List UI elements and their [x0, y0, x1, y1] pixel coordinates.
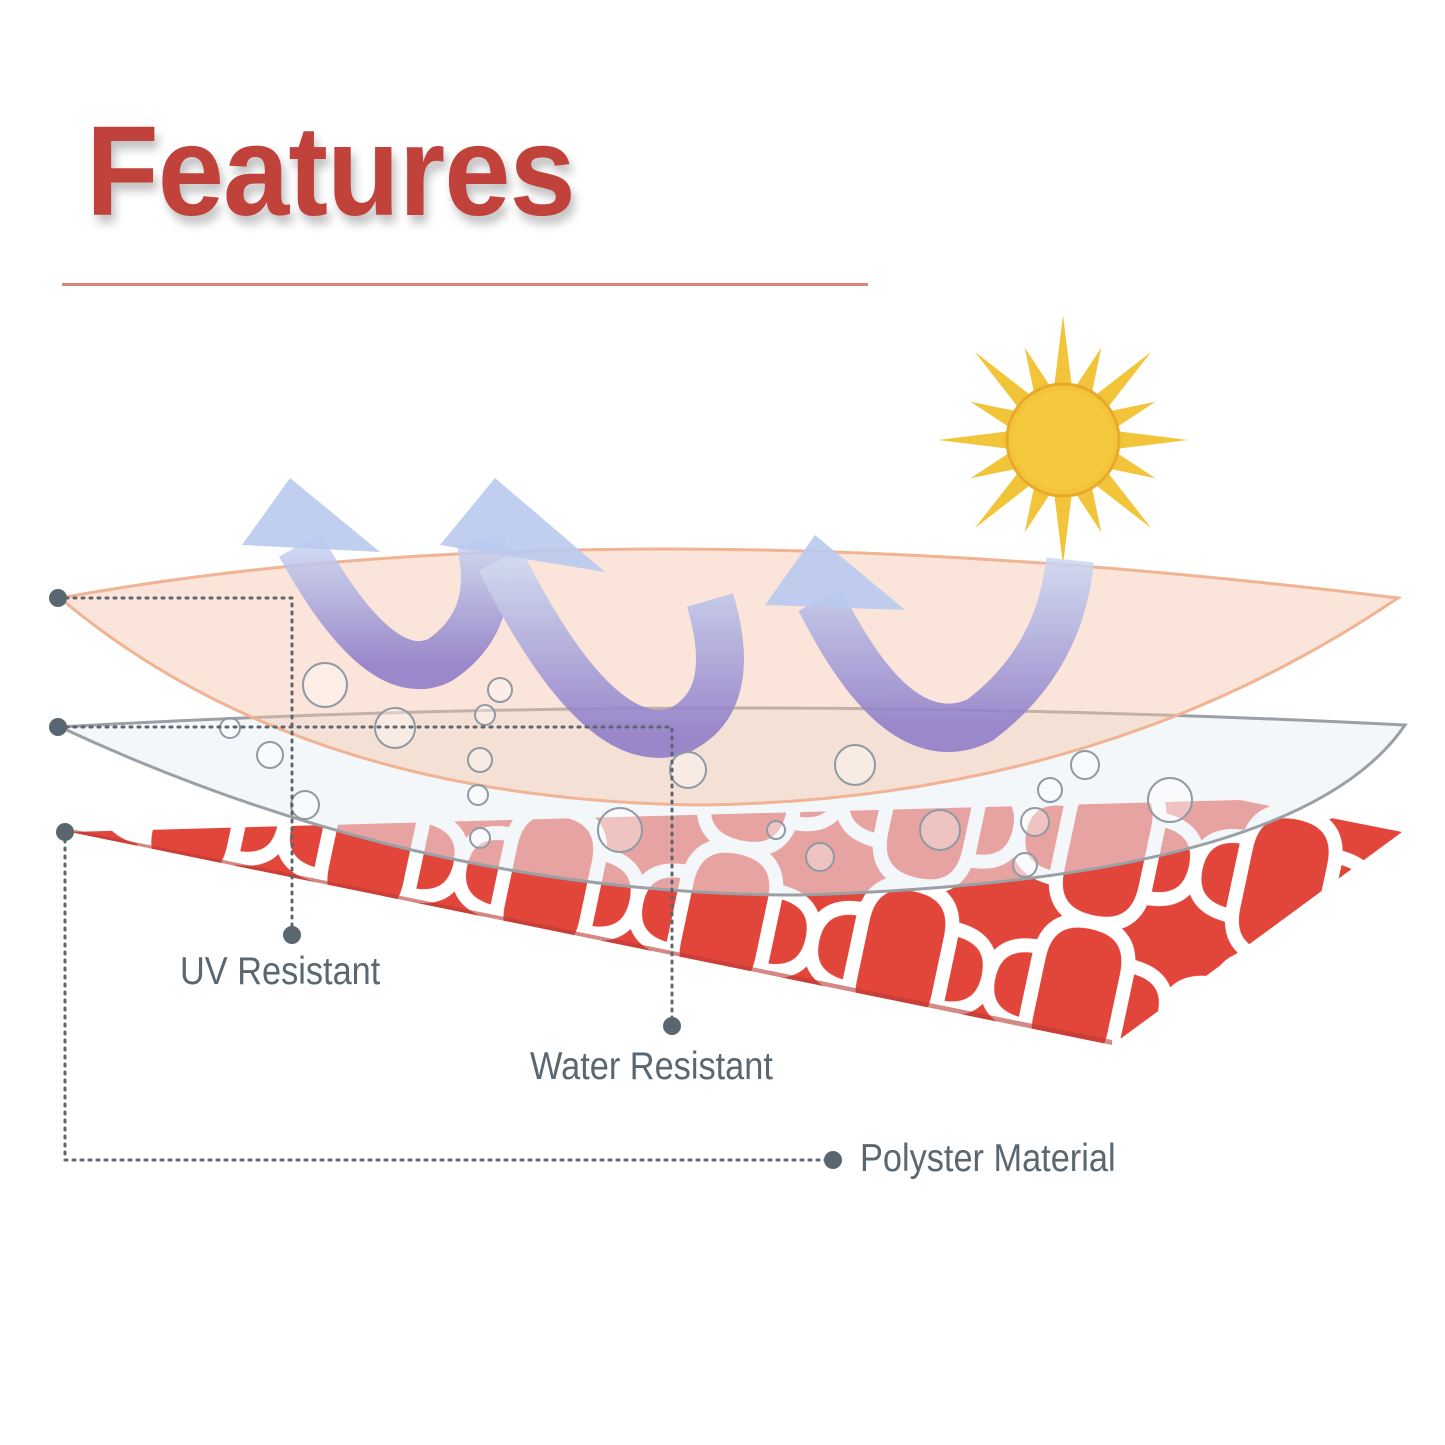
water-resistant-label: Water Resistant	[530, 1045, 773, 1088]
sun-ray	[1024, 486, 1051, 533]
uv-resistant-label: UV Resistant	[180, 950, 381, 993]
water-droplet	[1037, 777, 1063, 803]
water-droplet	[1012, 852, 1038, 878]
water-droplet	[290, 790, 320, 820]
sun-ray	[1109, 452, 1156, 479]
sun-ray	[938, 431, 1009, 449]
water-droplet	[766, 820, 786, 840]
uv-reflection-arrows	[278, 533, 1094, 758]
sun-ray	[1095, 351, 1152, 408]
water-droplet	[1070, 750, 1100, 780]
sun-icon	[938, 315, 1188, 565]
sun-ray	[1024, 347, 1051, 394]
sun-ray	[1054, 494, 1072, 565]
sun-ray	[1117, 431, 1188, 449]
sun-ray	[974, 472, 1031, 529]
polyester-dot-end	[824, 1151, 842, 1169]
water-droplet	[805, 842, 835, 872]
sun-ray	[1075, 347, 1102, 394]
water-droplet	[597, 807, 643, 853]
polyester-dot-start	[56, 823, 74, 841]
water-dot-start	[49, 718, 67, 736]
water-droplet	[469, 827, 491, 849]
leader-lines	[56, 596, 835, 1162]
water-droplet	[302, 662, 348, 708]
water-droplet	[487, 677, 513, 703]
sun-ray	[1095, 472, 1152, 529]
polyester-material-label: Polyster Material	[860, 1137, 1116, 1180]
uv-dot-end	[283, 926, 301, 944]
water-droplet	[1147, 777, 1193, 823]
sun-ray	[1109, 401, 1156, 428]
sun-ray	[1075, 486, 1102, 533]
page-title: Features	[86, 100, 576, 243]
water-droplet	[467, 747, 493, 773]
water-dot-end	[663, 1017, 681, 1035]
title-divider	[62, 283, 868, 286]
sun-ray	[1054, 315, 1072, 386]
water-droplet	[256, 741, 284, 769]
water-droplet	[474, 704, 496, 726]
sun-ray	[970, 401, 1017, 428]
water-droplet	[1020, 807, 1050, 837]
water-droplet	[919, 809, 961, 851]
sun-ray	[970, 452, 1017, 479]
water-droplet	[467, 784, 489, 806]
water-droplets	[219, 662, 1193, 878]
water-droplet	[669, 751, 707, 789]
water-droplet	[834, 744, 876, 786]
uv-dot-start	[49, 589, 67, 607]
sun-ray	[974, 351, 1031, 408]
